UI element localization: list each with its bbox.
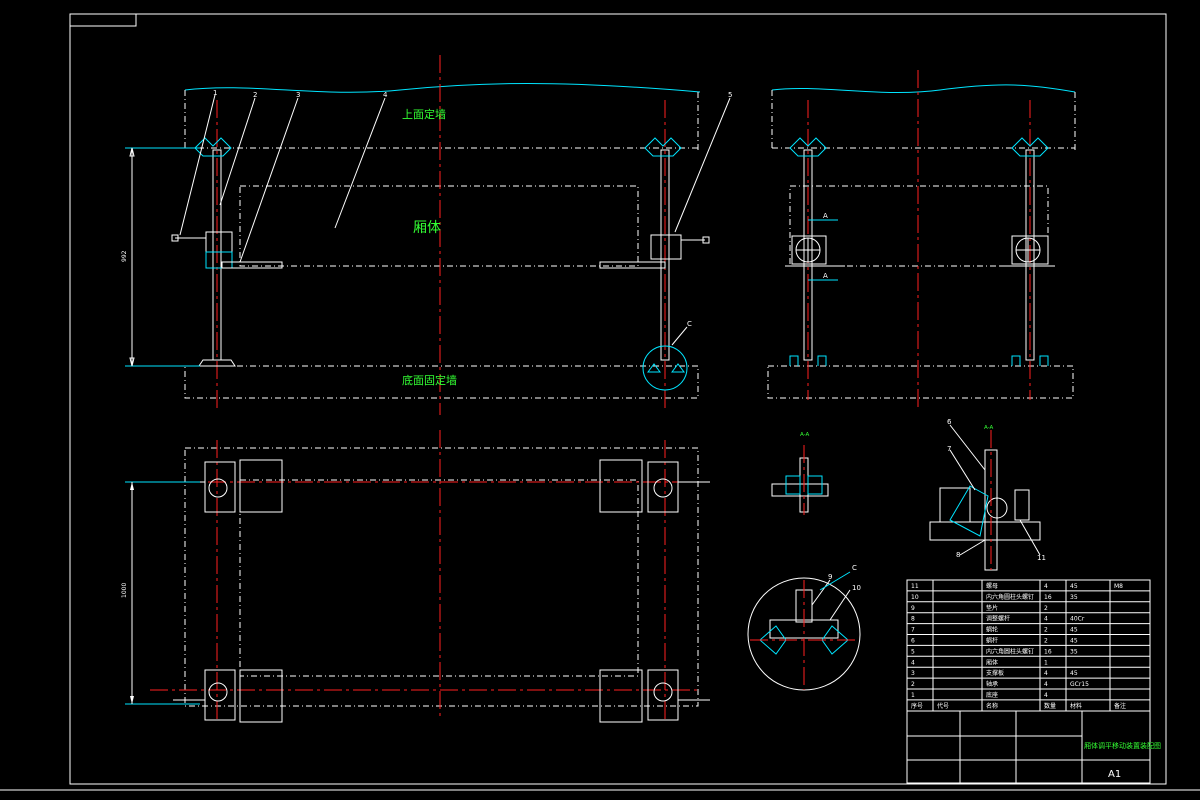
bom-cell: 螺母: [986, 582, 998, 590]
arrow-a-top: A: [823, 212, 828, 220]
bom-cell: 内六角圆柱头螺钉: [986, 593, 1034, 601]
side-view: [767, 70, 1076, 410]
sheet-size: A1: [1108, 769, 1121, 780]
bom-cell: 9: [911, 605, 915, 612]
bom-cell: 轴承: [986, 680, 998, 688]
callout-8: 8: [956, 551, 960, 559]
bom-cell: 4: [1044, 681, 1048, 688]
drawing-frame: [69, 13, 1167, 785]
section-aa-label-2: A-A: [984, 425, 994, 431]
bom-cell: 2: [1044, 638, 1048, 645]
bom-header-cell: 数量: [1044, 702, 1056, 710]
top-wall-label: 上面定墙: [402, 107, 446, 121]
section-aa-large: [929, 424, 1041, 571]
detail-c-callout: C: [687, 320, 692, 328]
bom-cell: 4: [911, 659, 915, 666]
bom-cell: 支撑板: [986, 669, 1004, 677]
dim-vertical-2: 1000: [121, 583, 128, 598]
section-aa-label-1: A-A: [800, 432, 810, 438]
body-outline: [239, 185, 639, 267]
arrow-a-bottom: A: [823, 272, 828, 280]
callout-2: 2: [253, 91, 257, 99]
bom-cell: 7: [911, 627, 915, 634]
drawing-title: 厢体调平移动装置装配图: [1084, 741, 1161, 750]
bom-header-cell: 代号: [937, 702, 949, 710]
corner-box: [69, 13, 137, 27]
bottom-wall-label: 底面固定墙: [402, 373, 457, 387]
bom-cell: 16: [1044, 594, 1052, 601]
bom-cell: 蜗杆: [986, 637, 998, 645]
top-wall-break-line: [184, 83, 701, 93]
callout-7: 7: [947, 445, 951, 453]
callout-1: 1: [213, 89, 217, 97]
bom-cell: 45: [1070, 627, 1078, 634]
bom-header-cell: 序号: [911, 702, 923, 710]
bom-cell: 16: [1044, 648, 1052, 655]
bom-cell: 4: [1044, 670, 1048, 677]
bom-cell: 2: [911, 681, 915, 688]
bom-cell: 45: [1070, 638, 1078, 645]
bom-cell: 10: [911, 594, 919, 601]
callout-5: 5: [728, 91, 732, 99]
bom-cell: 垫片: [986, 604, 998, 612]
bom-cell: GCr15: [1070, 681, 1089, 688]
bom-header-cell: 备注: [1114, 702, 1126, 710]
bom-cell: 1: [1044, 659, 1048, 666]
bom-cell: 厢体: [986, 658, 998, 666]
dim-vertical-1: 992: [121, 250, 128, 262]
bottom-wall: [184, 365, 699, 399]
body-label: 厢体: [413, 220, 441, 236]
bom-cell: 底座: [986, 691, 998, 699]
bom-cell: 40Cr: [1070, 616, 1085, 623]
bom-cell: 11: [911, 583, 919, 590]
bom-cell: 45: [1070, 583, 1078, 590]
bom-header-cell: 名称: [986, 702, 998, 710]
bom-cell: 6: [911, 638, 915, 645]
bom-cell: 调整螺杆: [986, 615, 1010, 623]
bom-cell: 蜗轮: [986, 626, 998, 634]
plan-view: [125, 430, 710, 723]
bom-cell: 4: [1044, 616, 1048, 623]
callout-9: 9: [828, 573, 832, 581]
bom-cell: 1: [911, 692, 915, 699]
bom-header-cell: 材料: [1070, 702, 1082, 710]
section-aa-small: [771, 445, 829, 515]
callout-11: 11: [1037, 554, 1046, 562]
bom-cell: 4: [1044, 692, 1048, 699]
callout-3: 3: [296, 91, 300, 99]
bom-cell: 内六角圆柱头螺钉: [986, 647, 1034, 655]
detail-c-title: C: [852, 564, 857, 572]
bom-cell: 3: [911, 670, 915, 677]
bom-cell: 45: [1070, 670, 1078, 677]
bom-cell: 35: [1070, 594, 1078, 601]
callout-6: 6: [947, 418, 952, 426]
callout-4: 4: [383, 91, 388, 99]
bom-cell: 2: [1044, 627, 1048, 634]
detail-c: [747, 571, 861, 691]
bom-cell: 4: [1044, 583, 1048, 590]
bom-cell: 5: [911, 648, 915, 655]
callout-10: 10: [852, 584, 861, 592]
bom-cell: 8: [911, 616, 915, 623]
bom-cell: 2: [1044, 605, 1048, 612]
bom-cell: 35: [1070, 648, 1078, 655]
bom-cell: M8: [1114, 583, 1123, 590]
front-view: [125, 55, 731, 415]
